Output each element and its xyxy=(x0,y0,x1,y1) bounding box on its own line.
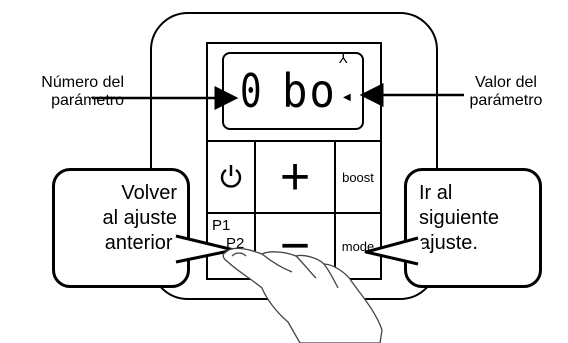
mode-label: mode xyxy=(341,238,375,254)
parameter-value-label-line-1: Valor del xyxy=(475,74,537,91)
parameter-number-label: Número del parámetro xyxy=(6,74,124,110)
power-icon xyxy=(220,165,242,188)
pointing-hand-icon xyxy=(222,247,383,343)
parameter-value: bo xyxy=(282,64,337,118)
parameter-number: 0 xyxy=(240,64,262,118)
callout-left-line-3: anterior. xyxy=(104,232,177,254)
callout-right-line-3: ajuste. xyxy=(419,232,478,254)
parameter-number-label-line-1: Número del xyxy=(41,74,124,91)
callout-previous-setting: Volver al ajuste anterior. xyxy=(52,168,190,288)
callout-right-line-1: Ir al xyxy=(419,182,453,204)
fan-icon: ⅄ xyxy=(339,50,348,66)
boost-label: boost xyxy=(342,169,374,185)
callout-right-line-2: siguiente xyxy=(419,207,500,229)
plus-button[interactable]: + xyxy=(254,140,336,214)
p1-label: P1 xyxy=(212,217,231,234)
plus-icon: + xyxy=(279,148,311,206)
right-callout-tail xyxy=(364,236,419,266)
indicator-triangle-icon: ◀ xyxy=(343,92,351,103)
parameter-value-label-line-2: parámetro xyxy=(469,92,543,109)
boost-button[interactable]: boost xyxy=(334,140,382,214)
callout-left-line-1: Volver xyxy=(121,182,177,204)
mode-button[interactable]: mode xyxy=(334,212,382,280)
parameter-value-label: Valor del parámetro xyxy=(446,74,566,110)
callout-next-setting: Ir al siguiente ajuste. xyxy=(404,168,542,288)
callout-left-line-2: al ajuste xyxy=(102,207,178,229)
parameter-number-label-line-2: parámetro xyxy=(51,92,124,109)
p2-label: P2 xyxy=(226,235,245,252)
